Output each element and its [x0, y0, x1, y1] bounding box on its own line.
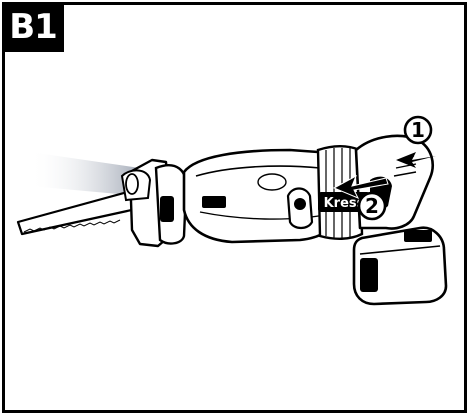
battery-label: [404, 230, 432, 242]
led-light-beam: [30, 152, 140, 196]
housing-vent: [202, 196, 226, 208]
shoe-slot: [160, 196, 174, 222]
step-2-label: 2: [365, 194, 379, 218]
housing-highlight: [257, 173, 287, 191]
housing-contour: [199, 211, 331, 220]
brand-label: Kress: [324, 196, 365, 211]
led-lens: [125, 173, 139, 195]
step-1-callout: [403, 115, 433, 145]
figure-badge: B1: [2, 2, 64, 52]
step-2-arrow: [332, 174, 389, 199]
battery-top-band: [359, 245, 441, 255]
step-1-label: 1: [411, 118, 425, 142]
housing-ridge: [195, 165, 321, 177]
step-1-arrow: [396, 152, 436, 168]
battery-contacts: [360, 258, 378, 292]
step-2-callout: [357, 191, 387, 221]
blade-teeth: [23, 219, 121, 233]
lever-pivot: [294, 198, 306, 210]
